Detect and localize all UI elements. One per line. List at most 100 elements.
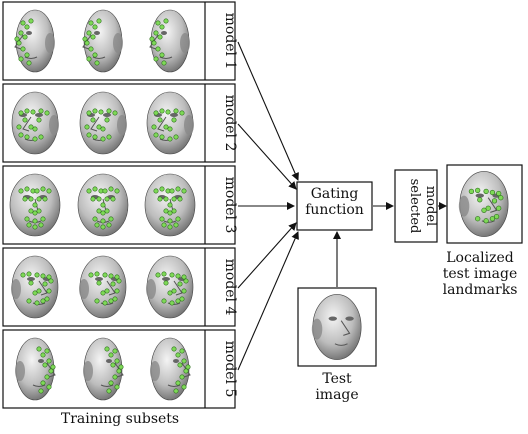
training-face-3-2-landmark [96,196,102,202]
result-caption: Localized test image landmarks [432,250,528,298]
training-face-5-1-landmark [36,346,42,352]
training-face-3-3-landmark [157,196,163,202]
training-face-3-3-landmark [175,216,181,222]
training-face-4-1-landmark [42,281,48,287]
model-label-3: model 3 [222,177,238,234]
training-face-4-3-landmark [181,288,187,294]
training-face-2-2-landmark [90,117,96,123]
result-face-image [458,171,509,237]
training-face-4-3-ear [146,279,156,299]
arrow-model-2 [237,123,297,190]
training-face-3-1-landmark [40,186,46,192]
model-row-5 [2,329,236,409]
training-face-5-2-landmark [110,362,116,368]
training-face-1-2-landmark [88,46,94,52]
training-face-3-3-landmark [153,188,159,194]
result-face-ear [458,195,470,217]
test-face-eye-left [328,316,337,321]
training-face-2-3-landmark [153,110,159,116]
result-face-landmark [468,188,475,195]
training-face-4-3-landmark [177,281,183,287]
training-face-4-3 [146,255,194,319]
training-face-4-3-landmark [163,280,169,286]
training-face-5-2 [83,337,124,401]
gating-function-line1: Gating [310,186,359,202]
training-face-2-3-landmark [163,124,169,130]
training-face-4-1-landmark [40,273,46,279]
selected-model-line2: model [423,186,438,226]
training-face-4-1-landmark [46,288,52,294]
training-face-1-3-eye [161,31,167,35]
training-face-1-3-nose [149,34,159,50]
training-face-3-3-landmark [175,186,181,192]
training-face-1-2-landmark [88,20,94,26]
training-face-1-2-eye [94,31,100,35]
model-row-5-faces [15,337,191,401]
model-row-1-faces [14,9,190,73]
training-face-3-1-landmark [28,208,34,214]
training-face-2-1-landmark [28,124,34,130]
training-face-3-3-landmark [171,208,177,214]
training-face-3-2-landmark [102,188,108,194]
training-face-3-3-landmark [167,210,173,216]
training-face-5-1 [15,337,56,401]
training-face-3-2-landmark [96,208,102,214]
training-face-4-2-landmark [100,290,106,296]
training-face-2-3-landmark [153,132,159,138]
model-row-4-faces [11,255,194,319]
training-face-2-1-eye-right [35,113,43,117]
model-arrows [237,41,299,371]
training-face-4-1 [11,255,59,319]
training-face-4-3-landmark [175,273,181,279]
test-face [311,294,362,360]
training-face-4-3-landmark [161,271,167,277]
training-face-3-1-landmark [38,222,44,228]
training-face-1-2-mouth [92,56,106,59]
training-face-1-1-landmark [16,40,22,46]
training-face-3-1-landmark [34,188,40,194]
training-face-3-2-landmark [94,222,100,228]
training-face-4-2-landmark [104,288,110,294]
training-face-4-3-eye-left [162,277,170,281]
training-face-2-3-landmark [165,109,171,115]
training-face-5-2-eye [106,359,112,363]
training-face-5-3-landmark [173,388,179,394]
training-face-3-1-landmark [40,216,46,222]
training-face-5-3-landmark [177,362,183,368]
training-face-1-2-nose [82,34,92,50]
training-face-1-3-landmark [161,60,167,66]
training-face-4-3-landmark [171,288,177,294]
training-face-1-2-landmark [90,34,96,40]
training-face-4-2-landmark [94,298,100,304]
training-face-3-3-landmark [181,188,187,194]
training-face-3-3-landmark [171,196,177,202]
training-face-5-1-landmark [46,384,52,390]
training-face-3-2-landmark [110,196,116,202]
training-face-4-3-nose [173,280,183,296]
test-face-mouth [334,343,348,346]
training-face-4-1-landmark [46,274,52,280]
training-face-5-1-ear [15,361,25,381]
training-face-1-3-landmark [159,52,165,58]
training-face-5-2-landmark [114,384,120,390]
result-face-nose [487,197,498,213]
training-face-1-3-landmark [155,46,161,52]
training-face-5-1-landmark [44,374,50,380]
training-face-4-2-landmark [108,298,114,304]
training-face-4-2-landmark [114,288,120,294]
training-face-5-2-landmark [116,368,122,374]
model-label-4: model 4 [222,259,238,316]
training-face-1-3 [149,9,190,73]
selected-model-line1: selected [407,179,422,234]
training-face-5-1-landmark [42,362,48,368]
result-face-landmark [498,195,504,201]
result-face-landmark [481,207,487,213]
training-face-3-2-landmark [106,222,112,228]
training-face-2-2-ear [117,115,127,135]
training-face-2-3-ear [184,115,194,135]
training-face-3-1-landmark [32,218,38,224]
training-face-5-3-mouth [167,384,181,387]
training-face-1-3-landmark [157,34,163,40]
training-face-5-2-nose [114,362,124,378]
